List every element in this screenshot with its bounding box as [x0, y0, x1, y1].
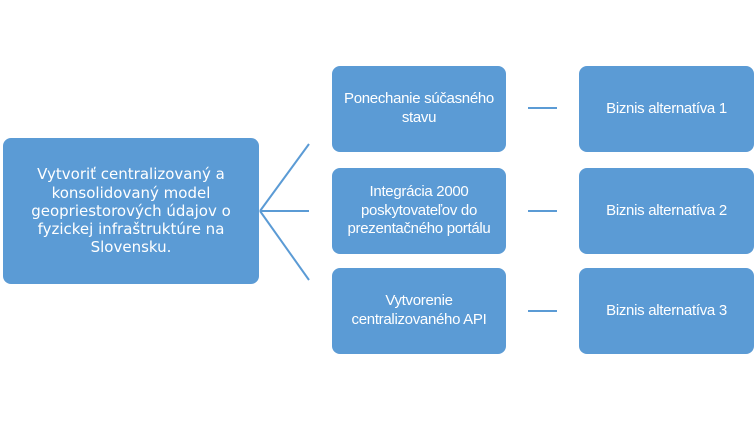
outcome-box-2: Biznis alternatíva 2 — [579, 168, 754, 254]
outcome-box-3: Biznis alternatíva 3 — [579, 268, 754, 354]
branch-label-3: Vytvorenie centralizovaného API — [351, 292, 487, 328]
connector-root-to-branch-1 — [259, 143, 310, 212]
outcome-box-1: Biznis alternatíva 1 — [579, 66, 754, 152]
branch-label-1: Ponechanie súčasného stavu — [344, 90, 494, 126]
branch-label-2: Integrácia 2000 poskytovateľov do prezen… — [347, 182, 491, 238]
outcome-label-1: Biznis alternatíva 1 — [606, 99, 727, 117]
root-goal-box: Vytvoriť centralizovaný a konsolidovaný … — [3, 138, 259, 284]
outcome-label-2: Biznis alternatíva 2 — [606, 201, 727, 219]
branch-box-1: Ponechanie súčasného stavu — [332, 66, 506, 152]
branch-box-2: Integrácia 2000 poskytovateľov do prezen… — [332, 168, 506, 254]
branch-box-3: Vytvorenie centralizovaného API — [332, 268, 506, 354]
outcome-label-3: Biznis alternatíva 3 — [606, 301, 727, 319]
root-goal-label: Vytvoriť centralizovaný a konsolidovaný … — [31, 165, 231, 257]
connector-root-to-branch-3 — [259, 210, 310, 281]
